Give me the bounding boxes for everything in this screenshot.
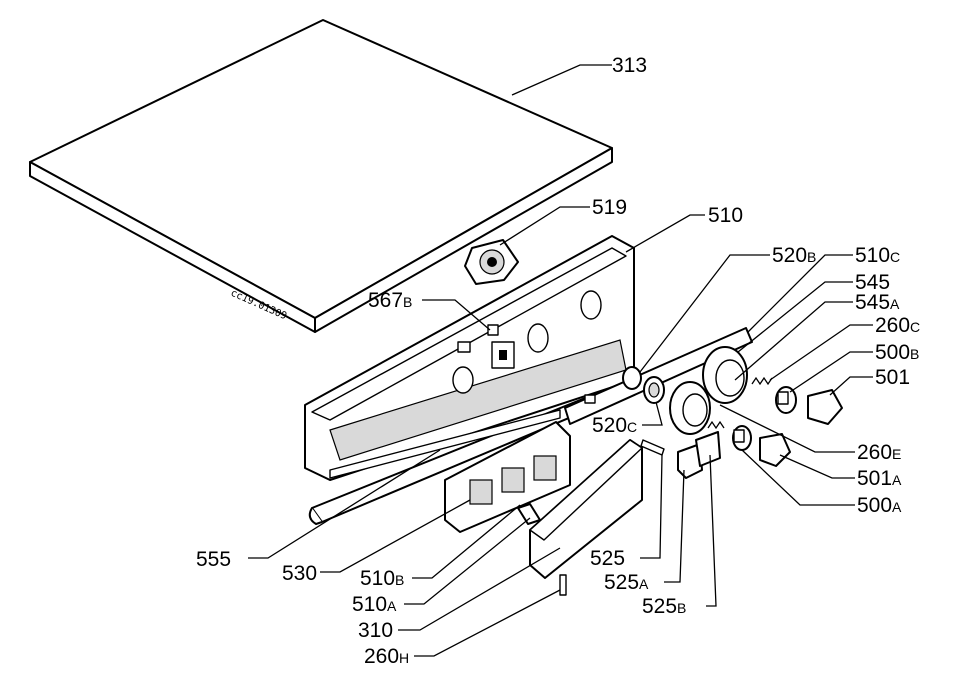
leader-500b (789, 351, 873, 393)
label-567b: 567B (368, 289, 412, 312)
label-520b: 520B (772, 244, 816, 267)
label-500b: 500B (875, 341, 919, 364)
leader-501a (779, 454, 855, 479)
part-260c-spring (751, 376, 773, 386)
label-510b: 510B (360, 567, 404, 590)
label-310: 310 (358, 619, 393, 642)
part-501a-button (759, 433, 791, 467)
part-530-bar (329, 409, 561, 479)
leader-519 (499, 206, 590, 246)
label-525a: 525A (604, 571, 649, 594)
part-500a-shaft (732, 425, 752, 451)
leader-510a (404, 517, 531, 605)
label-500a: 500A (857, 494, 902, 517)
label-260e: 260E (857, 441, 901, 464)
label-545: 545 (855, 271, 890, 294)
leader-520b (639, 254, 770, 373)
label-555: 555 (196, 548, 231, 571)
part-525-pin (640, 439, 665, 456)
part-510-control-panel (304, 235, 635, 481)
label-525b: 525B (642, 595, 686, 618)
part-501-button (807, 389, 843, 425)
label-501a: 501A (857, 467, 902, 490)
leader-260e (719, 404, 855, 453)
leader-510c (747, 254, 853, 333)
leader-501 (829, 376, 873, 396)
part-520c-gear (643, 376, 665, 404)
part-labels: 313 519 510 520B 510C 545 545A 260C 500B… (196, 54, 920, 668)
part-545a-knob (669, 381, 711, 435)
part-500b-shaft (775, 386, 797, 414)
leader-313 (511, 64, 612, 96)
label-520c: 520C (592, 414, 637, 437)
part-510a-insert (517, 503, 541, 525)
leader-lines (248, 64, 873, 657)
label-510a: 510A (352, 593, 397, 616)
leader-260h (414, 589, 561, 657)
leader-510b (412, 504, 521, 579)
label-510c: 510C (855, 244, 900, 267)
part-519-gear (464, 239, 519, 285)
label-260c: 260C (875, 314, 920, 337)
leader-500a (741, 449, 855, 506)
leader-545 (737, 281, 853, 353)
leader-310 (398, 547, 561, 631)
label-545a: 545A (855, 291, 900, 314)
label-313: 313 (612, 54, 647, 77)
label-519: 519 (592, 196, 627, 219)
part-545-knob (702, 346, 748, 404)
leader-530 (320, 499, 471, 573)
leader-567b (422, 299, 491, 331)
leader-525 (640, 454, 663, 559)
label-260h: 260H (364, 645, 409, 668)
part-510c-bar (564, 327, 753, 425)
label-501: 501 (875, 366, 910, 389)
label-510: 510 (708, 204, 743, 227)
leader-525b (706, 454, 717, 607)
leader-555 (248, 449, 441, 559)
leader-510 (625, 214, 705, 253)
label-525: 525 (590, 547, 625, 570)
leader-520c (642, 401, 663, 426)
part-313-top-cover: cc19.01309 (29, 19, 613, 333)
part-260e-spring (707, 420, 725, 430)
leader-525a (664, 469, 685, 583)
label-530: 530 (282, 562, 317, 585)
leader-545a (734, 301, 853, 381)
part-520b-knob (622, 366, 642, 390)
part-510b-drawer (444, 421, 571, 533)
part-525b-bracket (695, 431, 721, 467)
leader-260c (769, 324, 873, 381)
part-260h-pin (559, 574, 567, 596)
